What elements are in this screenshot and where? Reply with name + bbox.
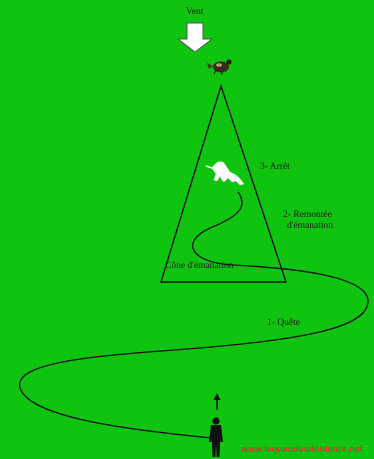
scent-cone: [161, 86, 286, 282]
watermark: www.lequeudesdouleurs.net: [241, 444, 363, 454]
up-arrow-icon: [214, 393, 221, 410]
trace-back-label-line1: 2- Remontée: [283, 210, 332, 221]
down-arrow-icon: [178, 23, 212, 52]
trace-back-label-line2: d'émanation: [287, 221, 333, 232]
wind-label: Vent: [186, 7, 203, 18]
hunter-silhouette-icon: [209, 417, 223, 457]
bird-icon: [207, 59, 232, 75]
pointer-dog-icon: [206, 162, 244, 185]
quest-label: 1- Quête: [267, 318, 300, 329]
cone-label: Cône d'émanation: [165, 261, 233, 272]
stop-label: 3- Arrêt: [260, 162, 290, 173]
